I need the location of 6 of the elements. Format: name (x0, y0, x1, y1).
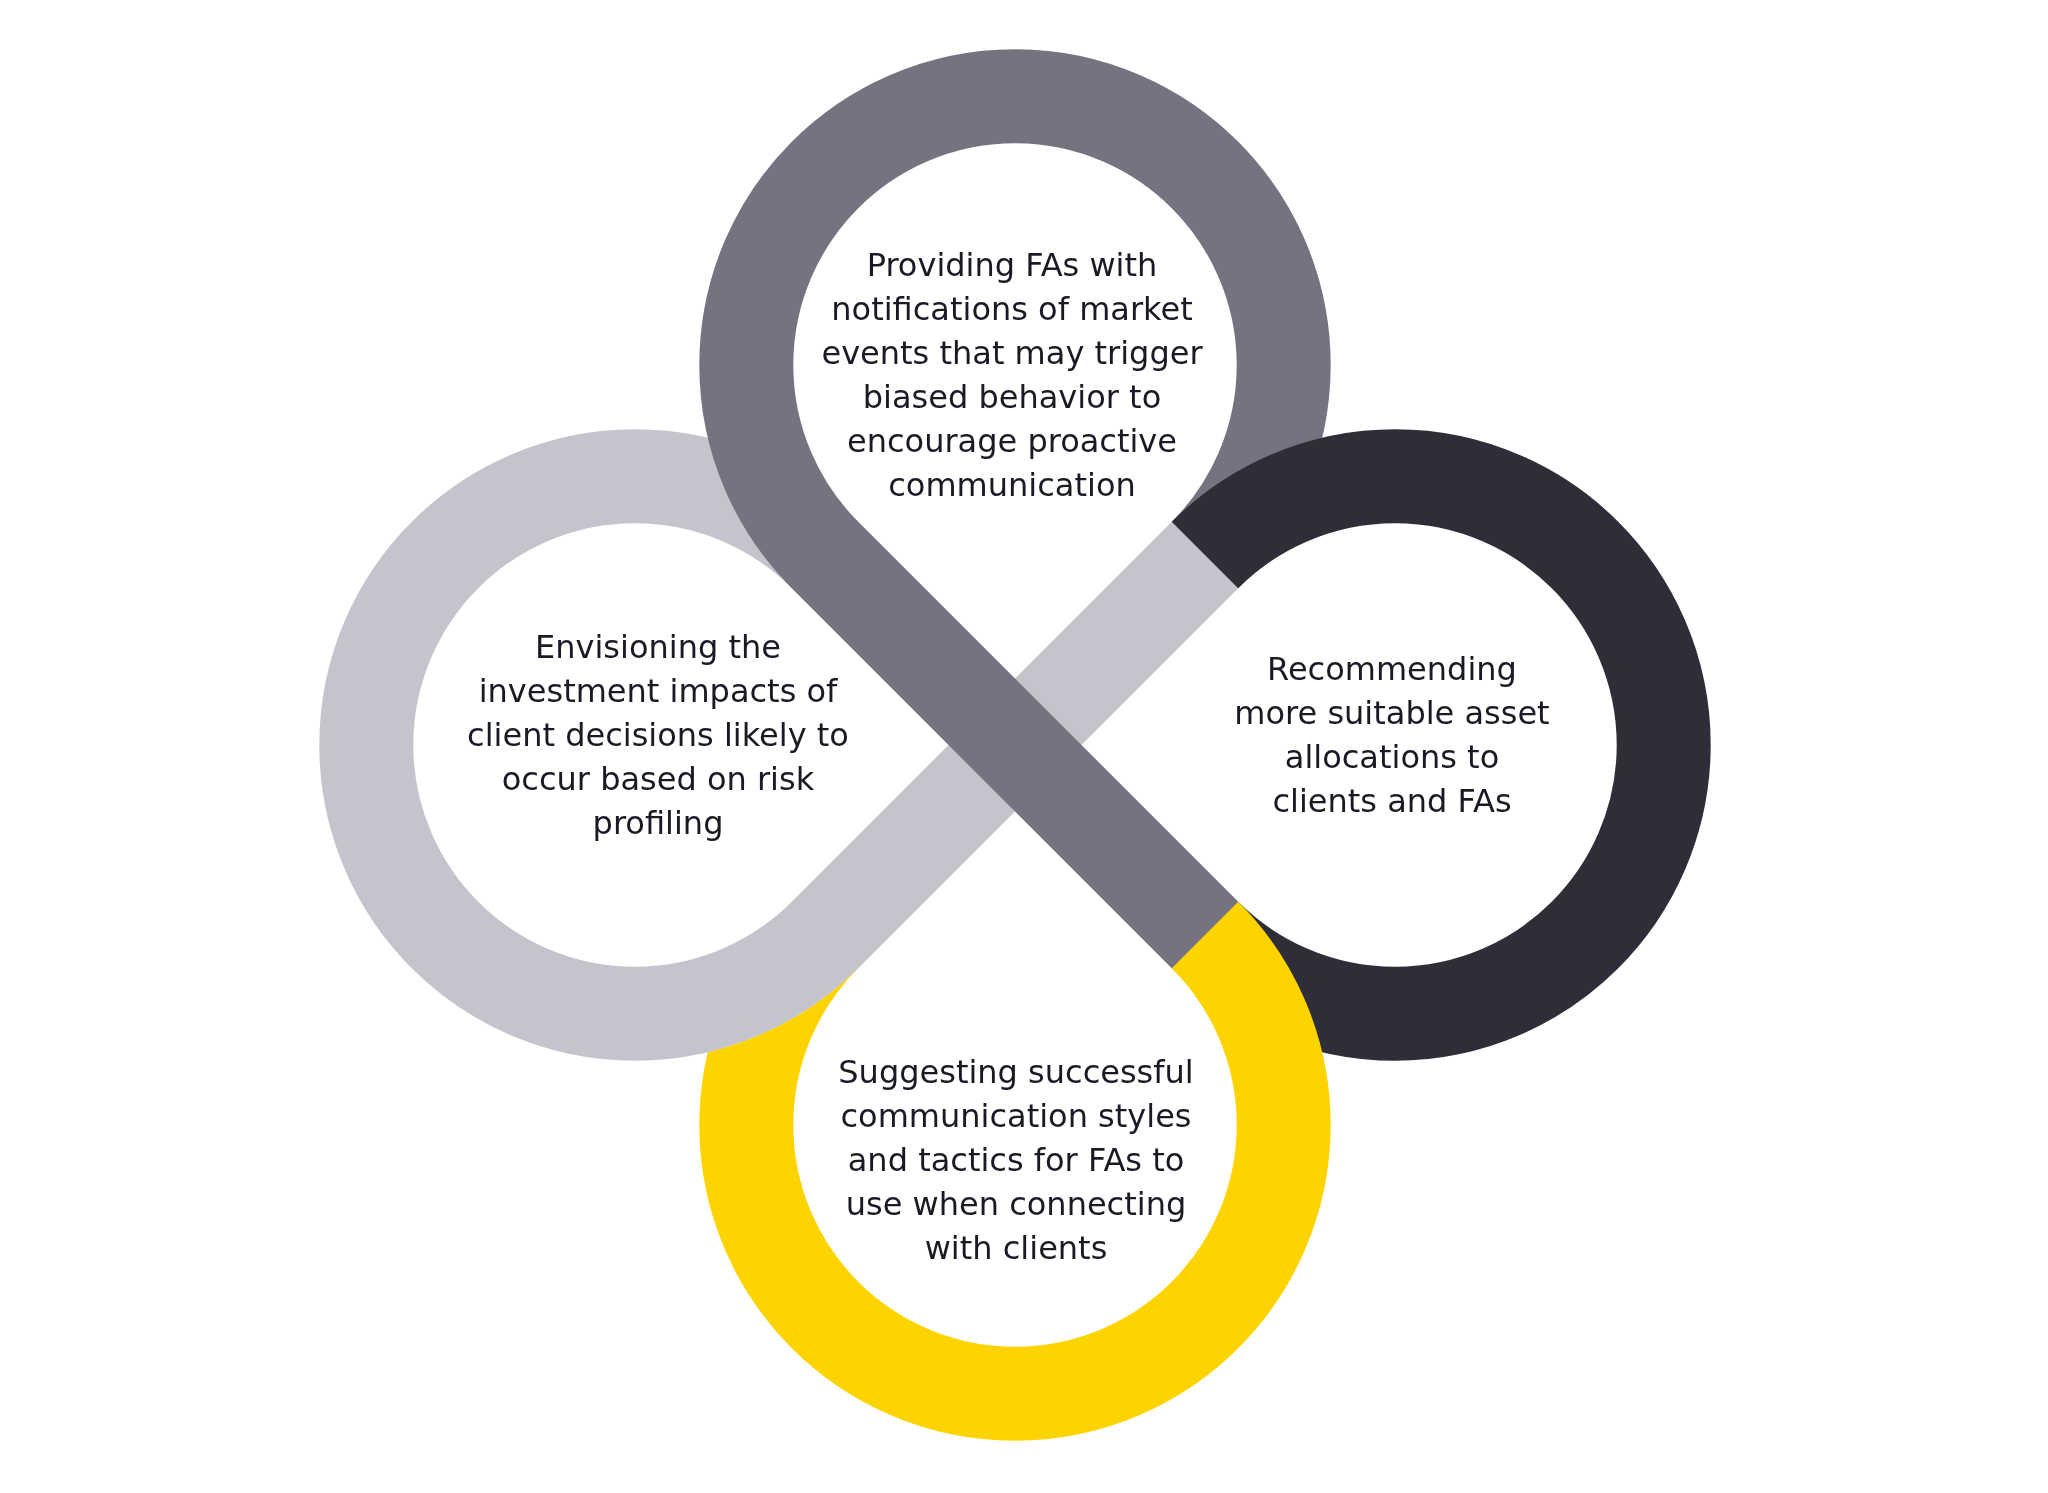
node-text: Providing FAs with notifications of market events that may trigger biased behavior to encourage proactive communication (820, 245, 1204, 506)
teardrop-loop (699, 901, 1331, 1441)
node-text: Envisioning the investment impacts of client decisions likely to occur based on risk profiling (466, 627, 850, 844)
teardrop-loop (319, 429, 1239, 1061)
node-text: Recommending more suitable asset allocations to clients and FAs (1233, 649, 1551, 822)
node-text: Suggesting successful communication styles and tactics for FAs to use when connecting with clients (837, 1052, 1195, 1269)
